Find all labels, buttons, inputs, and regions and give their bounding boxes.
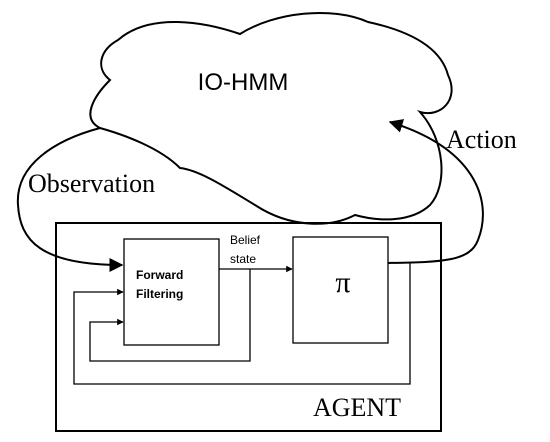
forward-filtering-box (123, 238, 220, 346)
observation-label: Observation (28, 169, 155, 198)
environment-label: IO-HMM (198, 69, 289, 96)
observation-arrow (16, 127, 124, 272)
policy-box (292, 236, 389, 344)
forward-filtering-label-line1: Forward (136, 268, 183, 282)
policy-symbol: π (335, 266, 350, 299)
agent-box (55, 222, 442, 432)
action-arrow (387, 119, 484, 264)
belief-state-label-line1: Belief (230, 233, 261, 247)
agent-label: AGENT (313, 393, 401, 422)
belief-state-label-line2: state (230, 252, 256, 266)
action-feedback-loop (73, 263, 411, 385)
belief-feedback-loop (89, 269, 251, 362)
forward-filtering-label-line2: Filtering (136, 287, 183, 301)
action-label: Action (446, 125, 517, 154)
environment-cloud (89, 12, 453, 225)
